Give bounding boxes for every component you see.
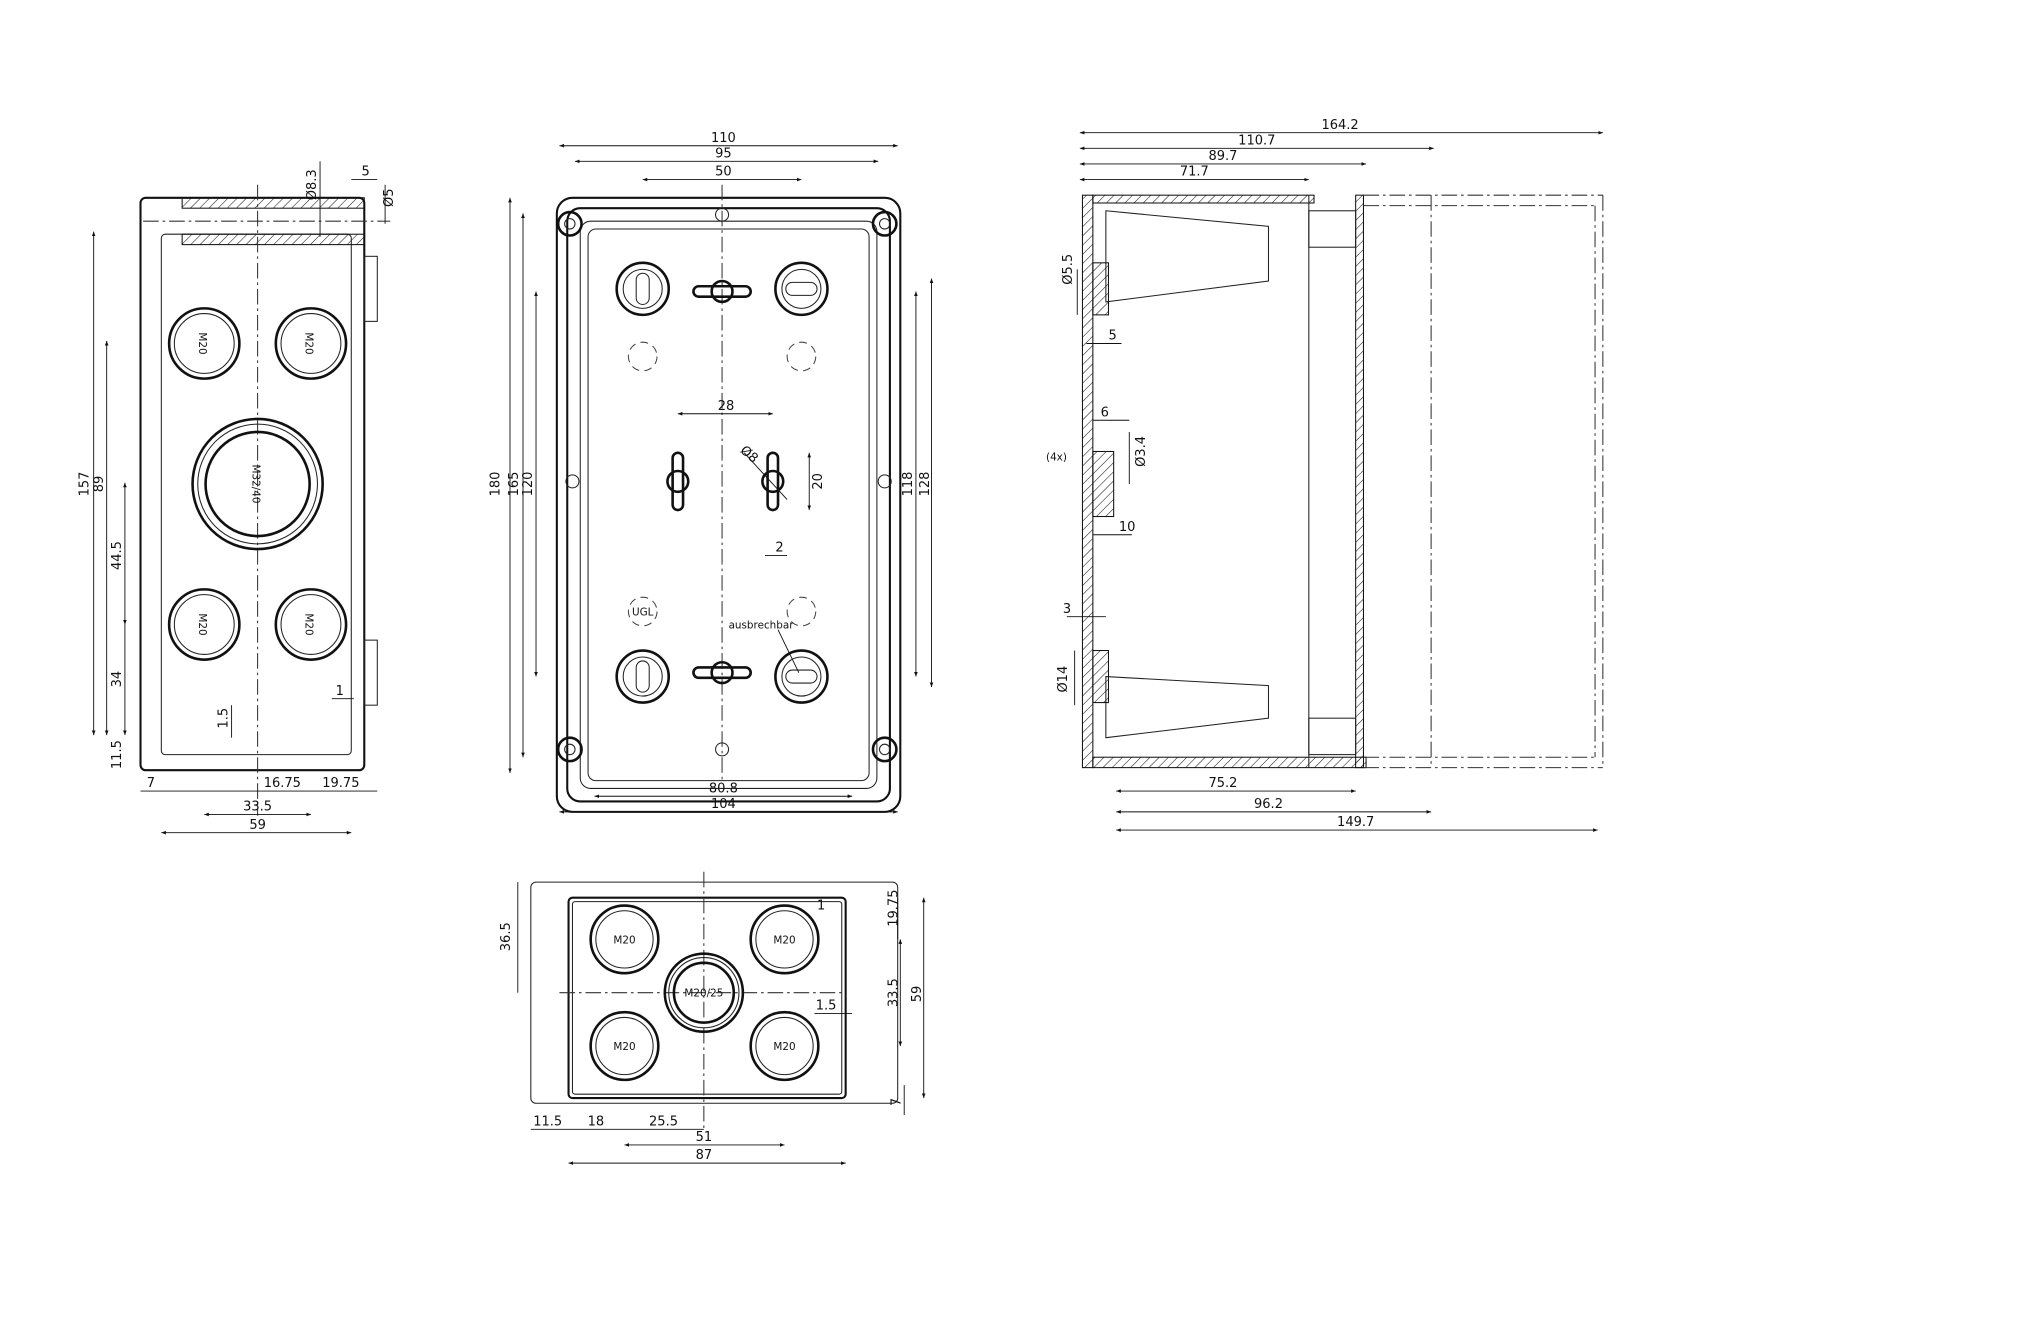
dimension-label: 165 <box>507 472 522 497</box>
dimension-label: 25.5 <box>649 1114 678 1129</box>
lid-outline-dashed <box>1363 194 1604 769</box>
dimension-label: 5 <box>361 165 369 180</box>
dimension-label: 118 <box>901 472 916 497</box>
dimension-label: 33.5 <box>243 800 272 815</box>
dimension-label: 3 <box>1063 602 1071 617</box>
dimension-label: 96.2 <box>1254 797 1283 812</box>
dimension-label: 75.2 <box>1208 776 1237 791</box>
dimension-label: 33.5 <box>887 978 902 1007</box>
gland-m20: M20 <box>274 307 348 380</box>
dimension-label: M20 <box>613 1041 635 1053</box>
mounting-holes <box>615 261 829 704</box>
dimension-label: M20 <box>196 613 208 635</box>
dimension-label: 7 <box>147 776 155 791</box>
dimension-label: 5 <box>1108 329 1116 344</box>
dimension-label: 128 <box>918 472 933 497</box>
dimension-label: M20 <box>196 332 208 354</box>
dimension-label: 11.5 <box>533 1114 562 1129</box>
dimension-label: M20 <box>613 934 635 946</box>
gland-m20: M20 <box>589 904 660 975</box>
knockouts <box>627 341 817 627</box>
dimension-label: 149.7 <box>1337 815 1374 830</box>
dimension-label: Ø3.4 <box>1134 436 1149 467</box>
gland-m32-40: M32/40 <box>191 417 324 551</box>
dimension-label: 87 <box>696 1148 713 1163</box>
dimension-label: 20 <box>811 473 826 490</box>
dimension-label: 95 <box>715 146 732 161</box>
dimension-label: 59 <box>249 818 266 833</box>
dimension-label: M20 <box>303 613 315 635</box>
gland-m20: M20 <box>749 1010 820 1082</box>
dimension-label: M20/25 <box>684 988 723 1000</box>
gland-m20: M20 <box>274 588 348 661</box>
side-section-view: 164.2 110.7 89.7 71.7 Ø5.5 5 6 Ø3.4 (4x)… <box>1046 118 1604 832</box>
dimension-label: 11.5 <box>110 740 125 769</box>
dimension-label: 59 <box>910 986 925 1003</box>
dimension-label: 157 <box>77 472 92 497</box>
dimension-label: Ø8 <box>737 443 761 466</box>
dimension-label: 44.5 <box>110 541 125 570</box>
dimension-label: 19.75 <box>322 776 359 791</box>
gland-m20: M20 <box>749 904 820 975</box>
dimension-label: 1 <box>336 684 344 699</box>
dimension-label: 10 <box>1119 520 1136 535</box>
dimension-label: Ø8.3 <box>305 169 320 200</box>
dimension-label: M32/40 <box>249 465 261 504</box>
dimension-label: 104 <box>711 797 736 812</box>
dimension-label: 110.7 <box>1238 133 1275 148</box>
dimension-label: UGL <box>632 606 654 618</box>
dimension-label: 18 <box>588 1114 605 1129</box>
dimension-label: 1 <box>817 898 825 913</box>
gland-m20: M20 <box>167 307 241 380</box>
dimension-label: M20 <box>773 1041 795 1053</box>
dimension-label: 1.5 <box>816 999 837 1014</box>
dimension-label: 34 <box>110 671 125 688</box>
dimension-label: 6 <box>1101 405 1109 420</box>
dimension-label: 16.75 <box>264 776 301 791</box>
dimension-label: M20 <box>773 934 795 946</box>
dimension-label: 19.75 <box>887 890 902 927</box>
dimension-label: (4x) <box>1046 452 1067 464</box>
dimension-label: 110 <box>711 131 736 146</box>
front-view: UGL 110 95 50 28 Ø8 20 2 180 165 120 118… <box>489 131 934 814</box>
dimension-label: Ø14 <box>1056 666 1071 693</box>
dimension-label: 120 <box>521 472 536 497</box>
dimension-label: Ø5 <box>382 189 397 208</box>
dimension-label: ausbrechbar <box>729 619 795 631</box>
gland-m20: M20 <box>167 588 241 661</box>
dimension-label: 50 <box>715 165 732 180</box>
dimension-label: 89 <box>92 476 107 493</box>
dimension-label: 89.7 <box>1208 149 1237 164</box>
dimension-label: 164.2 <box>1321 118 1358 133</box>
dimension-label: 28 <box>718 399 735 414</box>
dimension-label: 1.5 <box>217 708 232 729</box>
dimension-label: Ø5.5 <box>1061 254 1076 285</box>
dimension-label: 51 <box>696 1130 713 1145</box>
dimension-label: 7 <box>889 1098 904 1106</box>
dimension-label: 2 <box>775 541 783 556</box>
gland-m20: M20 <box>589 1010 660 1082</box>
wing-slots <box>666 279 785 685</box>
dimension-label: 80.8 <box>709 781 738 796</box>
corner-screws <box>556 210 898 763</box>
dimension-label: 36.5 <box>499 922 514 951</box>
dimension-label: 180 <box>489 472 504 497</box>
dimension-label: 71.7 <box>1180 165 1209 180</box>
bottom-view: M20 M20 M20/25 M20 M20 36.5 19.75 1 33.5… <box>499 871 926 1165</box>
left-side-view: M20 M20 M32/40 M20 M20 Ø8.3 5 Ø5 157 89 … <box>77 161 397 835</box>
dimension-label: M20 <box>303 332 315 354</box>
gland-m20-25: M20/25 <box>663 952 745 1034</box>
